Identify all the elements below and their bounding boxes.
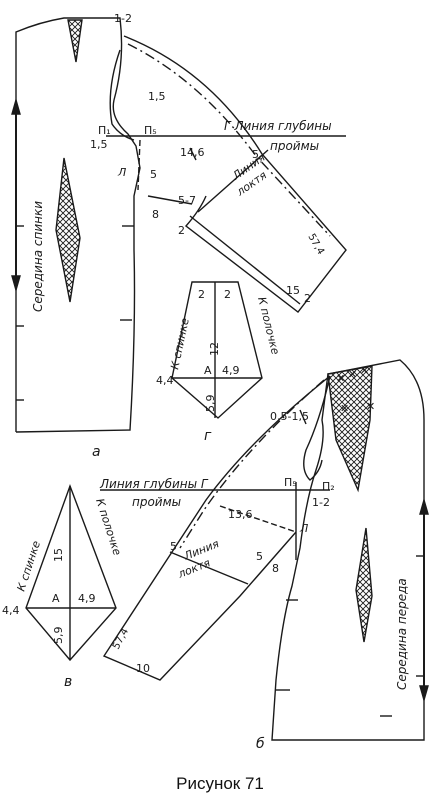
label-armhole-b-2: проймы — [132, 495, 181, 509]
pt-2a-a: 2 — [178, 224, 185, 237]
pt-574-b: 57,4 — [111, 627, 131, 652]
pt-10-b: 10 — [136, 662, 150, 675]
g-top-right: 2 — [224, 288, 231, 301]
front-dart-hatch — [355, 527, 373, 643]
svg-text:✕: ✕ — [366, 400, 375, 413]
sleeve-b-dash — [179, 379, 325, 549]
grain-arrow-top — [11, 97, 21, 115]
v-left-w: 4,4 — [2, 604, 20, 617]
svg-text:✕: ✕ — [340, 402, 349, 415]
elbow-line-a — [197, 149, 269, 213]
pt-8-a: 8 — [152, 208, 159, 221]
v-right-w: 4,9 — [78, 592, 96, 605]
label-armhole-b-1: Линия глубины Г — [99, 477, 209, 491]
v-A: А — [52, 592, 60, 605]
g-top-left: 2 — [198, 288, 205, 301]
pt-146-a: 14,6 — [180, 146, 205, 159]
g-left-w: 4,4 — [156, 374, 174, 387]
pt-p1-a: П₁ — [98, 124, 111, 137]
v-to-back: К спинке — [14, 539, 43, 593]
svg-text:✕: ✕ — [348, 368, 357, 381]
g-A: А — [204, 364, 212, 377]
g-bottom-h: 5,9 — [204, 395, 217, 413]
svg-text:✕: ✕ — [360, 364, 369, 377]
sub-label-a: а — [92, 444, 101, 460]
gusset-g-labels: К спинке К полочке 2 2 12 А 4,4 4,9 5,9 … — [156, 288, 282, 444]
g-to-front: К полочке — [255, 296, 282, 357]
pt-2b-a: 2 — [304, 292, 311, 305]
v-bottom-h: 5,9 — [52, 627, 65, 645]
label-front-center: Середина переда — [395, 578, 409, 690]
gusset-v-labels: К спинке К полочке 15 А 4,4 4,9 5,9 в — [2, 497, 124, 690]
pt-l-a: Л — [117, 166, 126, 179]
pt-5b-b: 5 — [256, 550, 263, 563]
back-outline — [15, 17, 141, 433]
pt-15c-a: 15 — [286, 284, 300, 297]
pt-1-2-b: 1-2 — [312, 496, 330, 509]
pt-5a-b: 5 — [170, 540, 177, 553]
gusset-v — [25, 483, 117, 662]
pt-5b-a: 5 — [252, 148, 259, 161]
svg-text:✕: ✕ — [336, 372, 345, 385]
back-neck-hatch — [67, 19, 83, 63]
star-marks: ✕✕✕ ✕✕ — [336, 364, 375, 415]
label-armhole-line-2: проймы — [270, 139, 319, 153]
sleeve-a-outline — [123, 35, 347, 313]
g-to-back: К спинке — [168, 317, 192, 371]
g-height: 12 — [208, 342, 221, 356]
pt-p2-b: П₂ — [322, 480, 335, 493]
g-sub: г — [204, 428, 212, 444]
pt-p5-a: П₅ — [144, 124, 157, 137]
label-back-center: Середина спинки — [31, 201, 45, 312]
drawing-b — [100, 359, 429, 741]
gusset-g — [171, 281, 263, 419]
front-armhole — [303, 375, 331, 481]
v-height: 15 — [52, 548, 65, 562]
pt-1-5b-a: 1,5 — [90, 138, 108, 151]
pt-574-a: 57,4 — [305, 232, 326, 257]
elbow-line-b — [169, 551, 249, 585]
front-outline — [271, 359, 425, 741]
sleeve-a-dash — [127, 43, 331, 237]
grain-arrow-bottom — [11, 275, 21, 293]
pt-136-b: 13,6 — [228, 508, 253, 521]
sleeve-cap-curve — [109, 49, 135, 141]
pt-p5-b: П₅ — [284, 476, 297, 489]
g-right-w: 4,9 — [222, 364, 240, 377]
pt-l-b: Л — [299, 522, 308, 535]
v-sub: в — [64, 674, 72, 690]
figure-caption: Рисунок 71 — [176, 774, 264, 793]
pt-5-7-a: 5-7 — [178, 194, 196, 207]
back-dart-hatch — [55, 157, 81, 303]
drawing-a — [11, 17, 347, 433]
pt-8-b: 8 — [272, 562, 279, 575]
v-to-front: К полочке — [93, 497, 124, 557]
gusset-g-outline — [171, 281, 263, 419]
pt-1-5a-a: 1,5 — [148, 90, 166, 103]
labels-a: Середина спинки Г Линия глубины проймы Л… — [31, 12, 332, 460]
front-neck-hatch — [327, 365, 373, 493]
pt-5a-a: 5 — [150, 168, 157, 181]
pt-0515-b: 0,5-1,5 — [270, 410, 309, 423]
label-armhole-line-1: Г Линия глубины — [224, 119, 332, 133]
pt-1-2-a: 1-2 — [114, 12, 132, 25]
sub-label-b: б — [256, 736, 265, 752]
